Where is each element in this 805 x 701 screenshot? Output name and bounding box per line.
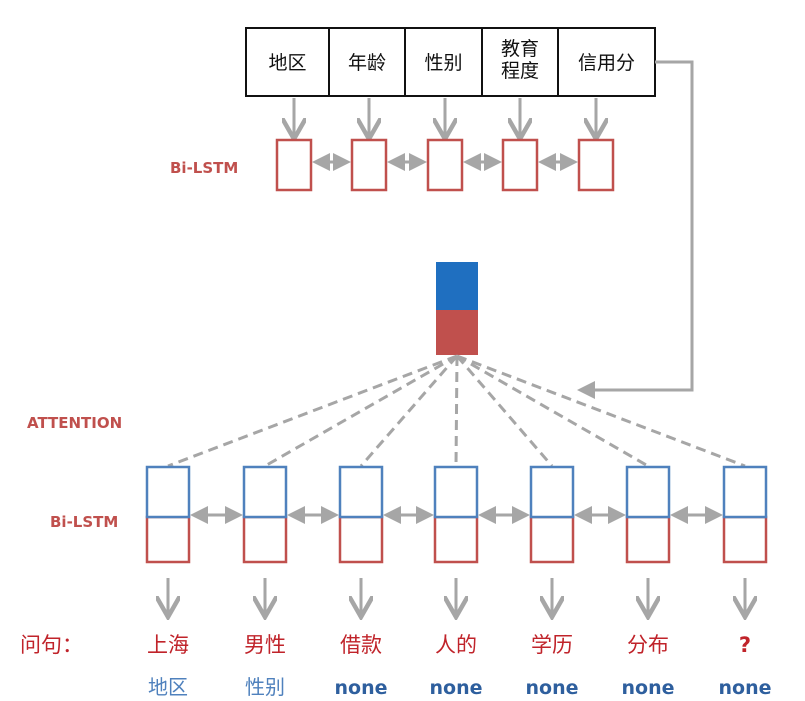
token-tag: none — [430, 677, 483, 699]
lstm-cell-backward — [242, 515, 288, 564]
feature-to-attention-connector — [577, 60, 694, 399]
token-tag: none — [719, 677, 772, 699]
token-word: 借款 — [340, 633, 382, 657]
token-word: 人的 — [435, 633, 477, 657]
token-tag: none — [622, 677, 675, 699]
attention-lines — [167, 354, 746, 468]
attention-line — [456, 354, 649, 468]
lstm-cell-forward — [242, 465, 288, 519]
lstm-cell — [275, 138, 313, 192]
top-bilstm — [275, 98, 615, 192]
attention-line — [359, 355, 459, 467]
attention-line — [454, 355, 459, 467]
lstm-cell-forward — [625, 465, 671, 519]
lstm-cell — [577, 138, 615, 192]
token-word: 分布 — [627, 633, 669, 657]
token-word: ? — [739, 633, 751, 657]
feature-label: 性别 — [424, 52, 462, 74]
lstm-cell-backward — [433, 515, 479, 564]
feature-label: 教育 — [501, 38, 539, 60]
feature-cell — [557, 27, 656, 97]
lstm-cell-forward — [529, 465, 575, 519]
token-tag: 地区 — [148, 675, 188, 699]
lstm-cell-forward — [338, 465, 384, 519]
token-word: 上海 — [147, 633, 189, 657]
feature-cell — [328, 27, 406, 97]
feature-cell — [404, 27, 483, 97]
attention-line — [456, 354, 746, 468]
feature-label: 信用分 — [578, 52, 635, 74]
feature-label: 年龄 — [348, 52, 386, 74]
top-bilstm-label: Bi-LSTM — [170, 159, 238, 177]
lstm-cell-forward — [145, 465, 191, 519]
lstm-cell — [426, 138, 464, 192]
bottom-bilstm-label: Bi-LSTM — [50, 513, 118, 531]
lstm-cell-backward — [625, 515, 671, 564]
feature-label: 程度 — [501, 60, 539, 82]
lstm-cell-backward — [529, 515, 575, 564]
attention-label: ATTENTION — [27, 414, 122, 432]
lstm-cell-backward — [338, 515, 384, 564]
question-label: 问句： — [20, 633, 83, 657]
bottom-bilstm — [145, 465, 768, 564]
feature-cell — [245, 27, 330, 97]
feature-label: 地区 — [268, 52, 306, 74]
lstm-cell-forward — [722, 465, 768, 519]
token-tag: none — [335, 677, 388, 699]
token-word: 学历 — [531, 633, 573, 657]
token-word: 男性 — [244, 633, 286, 657]
attention-line — [455, 355, 554, 467]
attention-vector-blue — [436, 262, 478, 310]
attention-vector-red — [436, 310, 478, 355]
lstm-cell-forward — [433, 465, 479, 519]
lstm-cell — [501, 138, 539, 192]
lstm-cell-backward — [722, 515, 768, 564]
token-tag: 性别 — [245, 675, 285, 699]
lstm-cell — [350, 138, 388, 192]
attention-line — [167, 354, 458, 468]
lstm-cell-backward — [145, 515, 191, 564]
token-tag: none — [526, 677, 579, 699]
attention-line — [264, 354, 458, 468]
